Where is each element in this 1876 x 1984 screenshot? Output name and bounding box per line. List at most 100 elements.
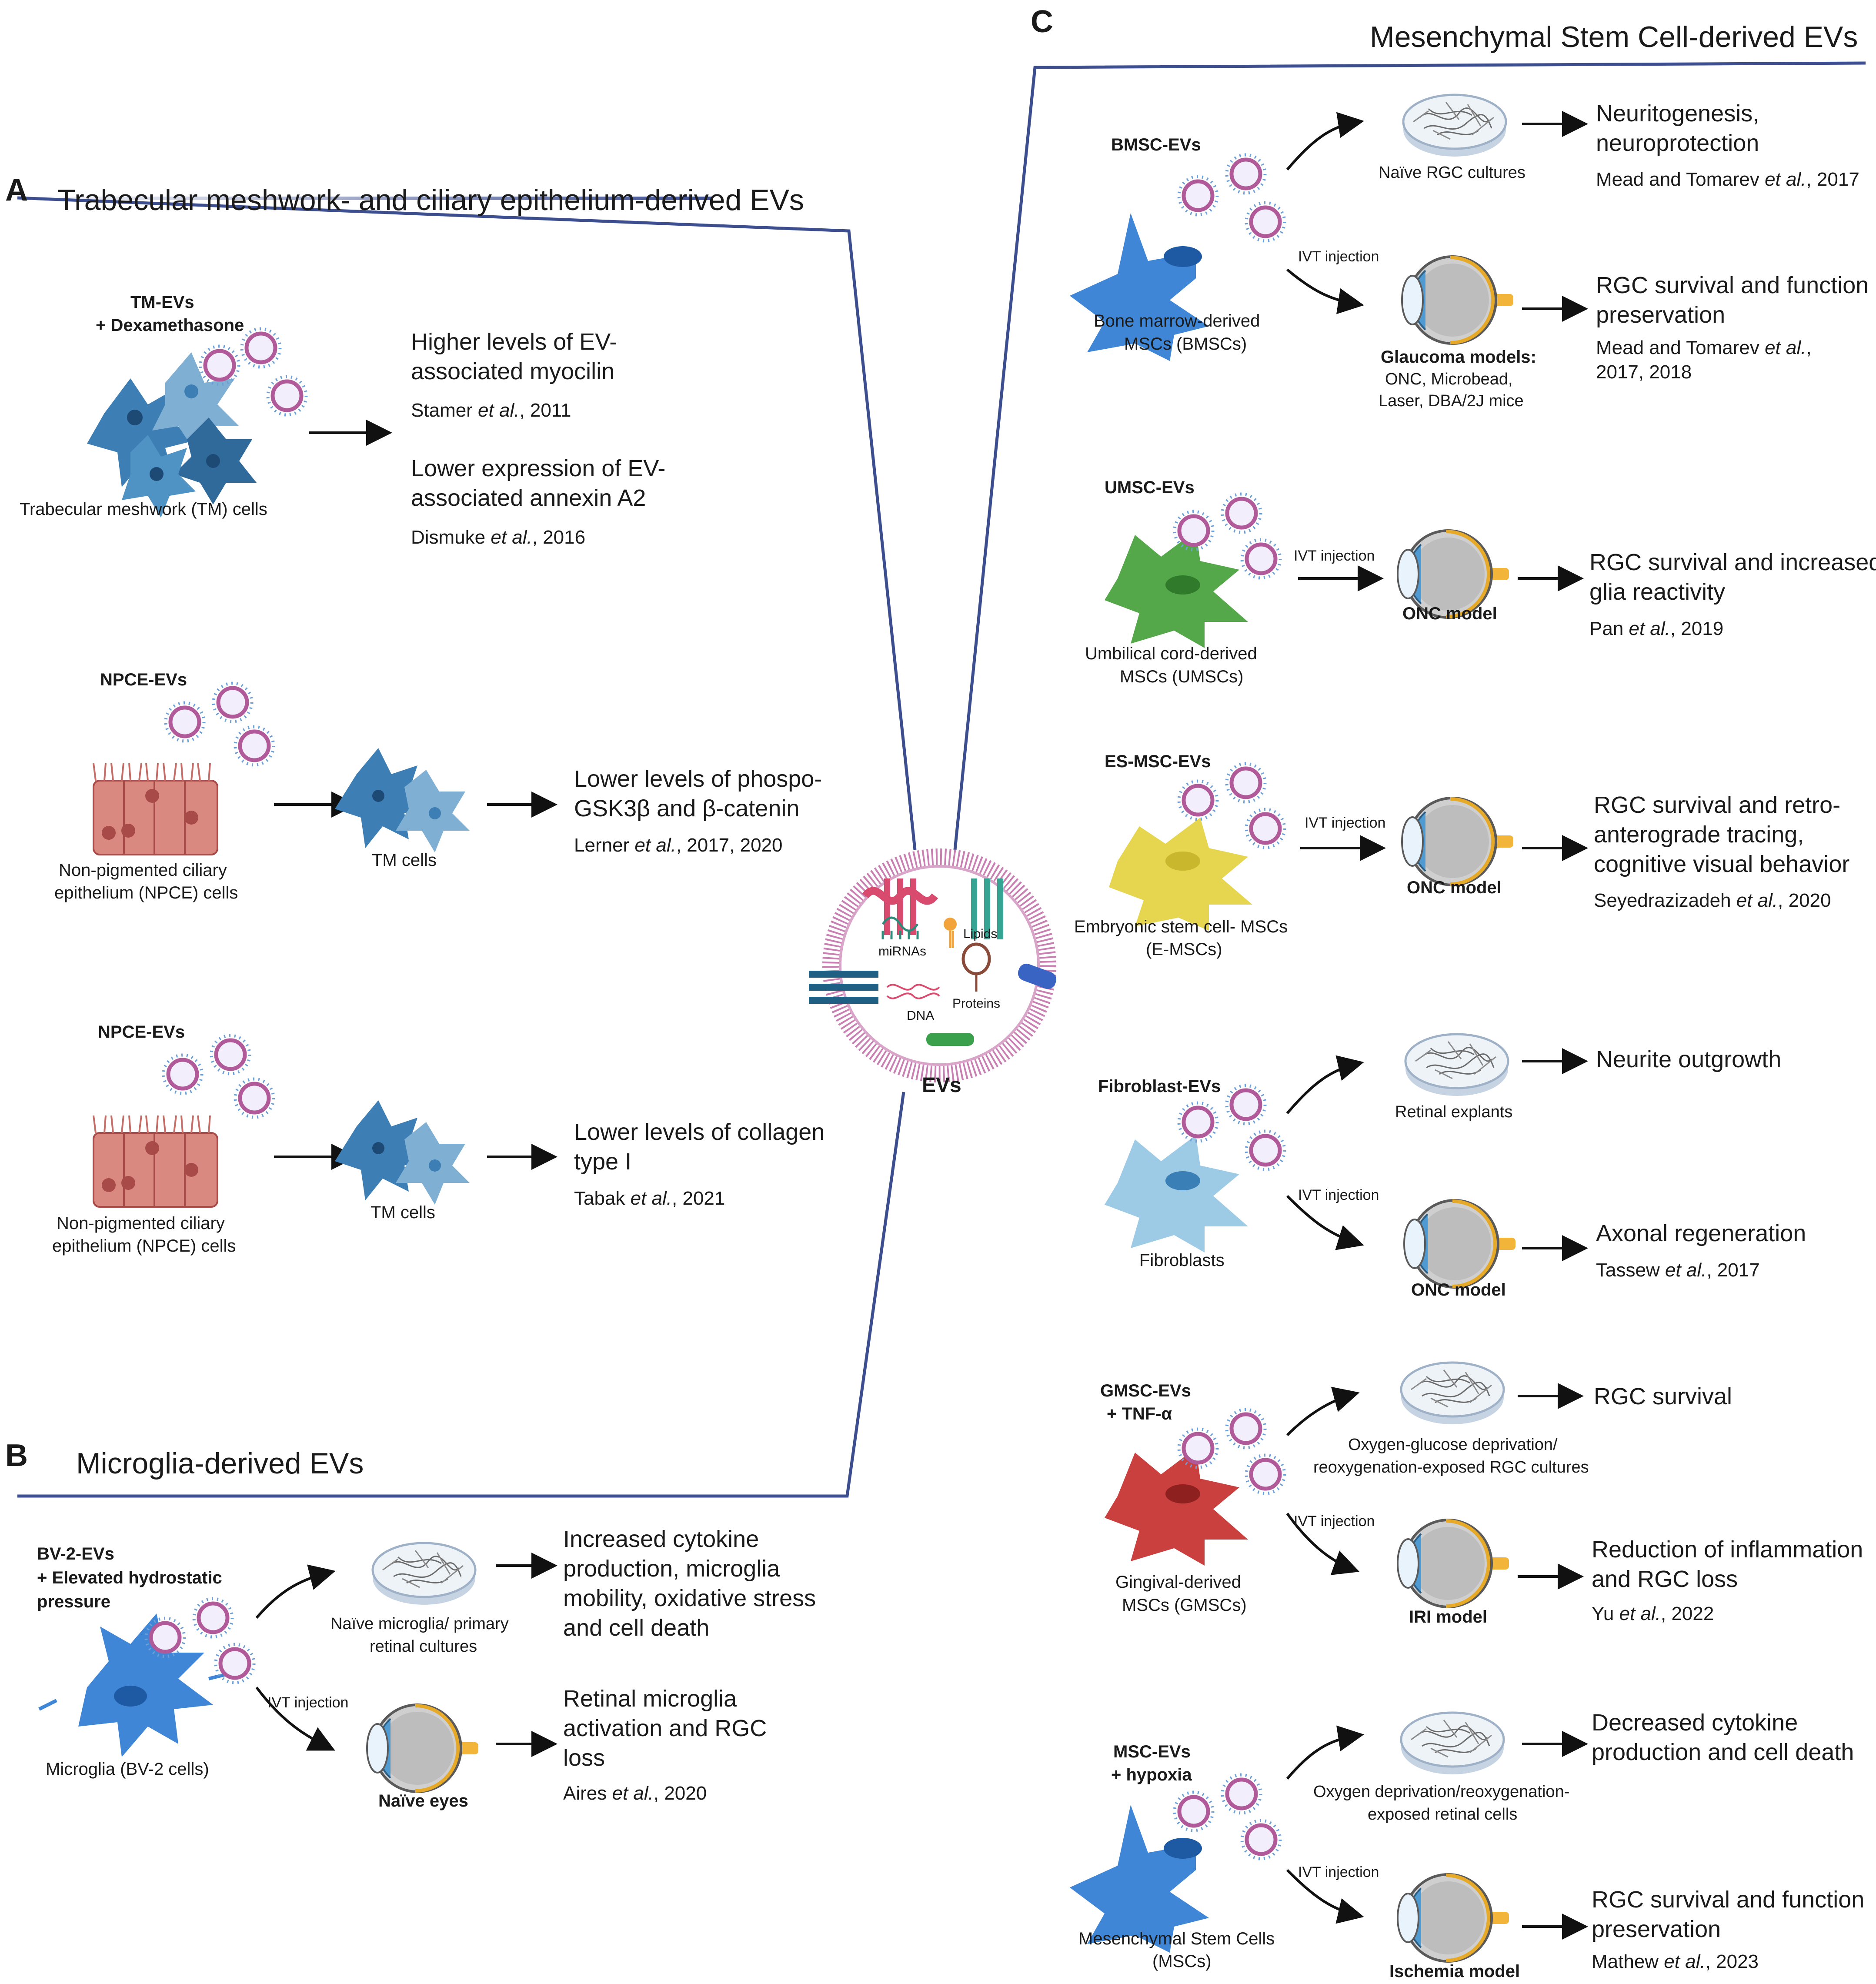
outcome-text: RGC survival and function [1592, 1887, 1865, 1913]
cell-label: (E-MSCs) [1146, 940, 1222, 959]
outcome-text: activation and RGC [563, 1715, 767, 1741]
arrow-c4-down [1286, 1195, 1364, 1250]
reference: Yu et al., 2022 [1592, 1603, 1714, 1624]
panel-b-letter: B [5, 1438, 28, 1473]
eye-c4 [1404, 1200, 1515, 1287]
eye-c1 [1402, 257, 1513, 344]
panel-c-title: Mesenchymal Stem Cell-derived EVs [1370, 20, 1858, 53]
dish-label: Retinal explants [1395, 1103, 1513, 1121]
model-sublabel: Laser, DBA/2J mice [1379, 392, 1524, 410]
arrow-c6-down [1286, 1869, 1364, 1924]
reference: 2017, 2018 [1596, 361, 1692, 383]
eye-c3 [1402, 798, 1513, 885]
cargo-proteins-label: Proteins [952, 996, 1001, 1011]
reference: Seyedrazizadeh et al., 2020 [1594, 890, 1831, 911]
arrow-c5-down [1286, 1513, 1360, 1575]
cargo-dna-label: DNA [907, 1009, 935, 1023]
cell-label: Trabecular meshwork (TM) cells [20, 500, 267, 519]
outcome-text: and RGC loss [1592, 1566, 1738, 1592]
vesicle-a2-3 [235, 727, 274, 765]
dish-c5 [1401, 1363, 1504, 1424]
outcome-text: Lower levels of collagen [574, 1119, 825, 1145]
microglia-illustration [38, 1613, 227, 1757]
cell-label: Bone marrow-derived [1094, 311, 1260, 331]
dish-c6 [1401, 1713, 1504, 1774]
arrow-c1-up [1286, 112, 1364, 170]
outcome-text: and cell death [563, 1615, 710, 1641]
dish-label: Oxygen-glucose deprivation/ [1348, 1436, 1558, 1454]
cell-label: Mesenchymal Stem Cells [1078, 1929, 1275, 1948]
central-ev-illustration [809, 848, 1057, 1082]
model-label: Naïve eyes [378, 1791, 468, 1810]
ev-label: Fibroblast-EVs [1098, 1077, 1221, 1096]
vesicle-c4-2 [1227, 1086, 1265, 1124]
ev-label: TM-EVs [130, 293, 194, 312]
vesicle-c6-2 [1222, 1775, 1261, 1813]
arrow-b-up [255, 1564, 336, 1619]
outcome-text: glia reactivity [1589, 579, 1726, 605]
cargo-lipids-label: Lipids [963, 927, 998, 941]
cell-label: Non-pigmented ciliary [59, 861, 227, 880]
model-label: ONC model [1407, 878, 1502, 897]
ivt-injection-label: IVT injection [1298, 1187, 1379, 1203]
dish-b [373, 1543, 475, 1605]
outcome-text: Retinal microglia [563, 1686, 737, 1712]
reference: Tassew et al., 2017 [1596, 1259, 1760, 1281]
vesicle-c5-2 [1227, 1410, 1265, 1448]
ev-label-condition: + Dexamethasone [96, 316, 244, 335]
vesicle-a3-1 [164, 1055, 202, 1093]
dish-label: retinal cultures [370, 1637, 477, 1656]
cell-label: Fibroblasts [1139, 1251, 1225, 1270]
model-label: Ischemia model [1389, 1962, 1520, 1981]
outcome-text: GSK3β and β-catenin [574, 795, 800, 822]
dish-label: exposed retinal cells [1368, 1805, 1518, 1824]
ev-label: MSC-EVs [1113, 1742, 1191, 1761]
panel-a-frame-line [17, 196, 917, 850]
eye-c6 [1398, 1874, 1509, 1961]
vesicle-c6-1 [1175, 1792, 1213, 1830]
dish-label: Naïve microglia/ primary [330, 1615, 509, 1633]
vesicle-a3-3 [235, 1079, 274, 1117]
dish-c1 [1403, 95, 1506, 157]
panel-a-title: Trabecular meshwork- and ciliary epithel… [57, 184, 804, 217]
cell-label: epithelium (NPCE) cells [54, 883, 238, 902]
outcome-text: loss [563, 1745, 605, 1771]
outcome-text: Higher levels of EV- [411, 329, 618, 355]
model-label: ONC model [1402, 604, 1497, 623]
reference: Pan et al., 2019 [1589, 618, 1724, 639]
reference: Stamer et al., 2011 [411, 400, 571, 421]
ev-label: BMSC-EVs [1111, 135, 1201, 154]
ev-center-label: EVs [922, 1074, 961, 1097]
reference: Dismuke et al., 2016 [411, 527, 586, 548]
reference: Mead and Tomarev et al., [1596, 337, 1812, 358]
outcome-text: Neurite outgrowth [1596, 1046, 1782, 1072]
outcome-text: RGC survival and retro- [1594, 792, 1841, 818]
vesicle-c5-3 [1246, 1455, 1285, 1493]
ev-label: GMSC-EVs [1100, 1381, 1191, 1400]
vesicle-c1-3 [1246, 203, 1285, 241]
vesicle-b-2 [194, 1599, 232, 1637]
arrow-c1-down [1286, 268, 1364, 314]
reference: Mead and Tomarev et al., 2017 [1596, 169, 1859, 190]
panel-c-frame-line [953, 61, 1866, 850]
fibroblast-cell-illustration [1105, 1135, 1248, 1253]
model-label: Glaucoma models: [1381, 347, 1536, 367]
outcome-text: associated myocilin [411, 358, 615, 384]
cell-label: Embryonic stem cell- MSCs [1074, 917, 1288, 936]
outcome-text: RGC survival and function [1596, 272, 1869, 298]
cell-label: Microglia (BV-2 cells) [46, 1760, 209, 1779]
reference: Mathew et al., 2023 [1592, 1951, 1759, 1972]
ev-label: NPCE-EVs [100, 670, 187, 689]
vesicle-a2-1 [166, 703, 204, 741]
reference: Aires et al., 2020 [563, 1783, 707, 1804]
npce-cells-illustration-a2 [93, 763, 218, 855]
vesicle-c3-3 [1246, 809, 1285, 848]
outcome-text: mobility, oxidative stress [563, 1585, 816, 1611]
outcome-text: cognitive visual behavior [1594, 851, 1850, 877]
umsc-cell-illustration [1105, 531, 1248, 648]
reference: Lerner et al., 2017, 2020 [574, 835, 783, 856]
vesicle-a2-2 [214, 683, 252, 721]
ev-label: NPCE-EVs [98, 1022, 185, 1042]
